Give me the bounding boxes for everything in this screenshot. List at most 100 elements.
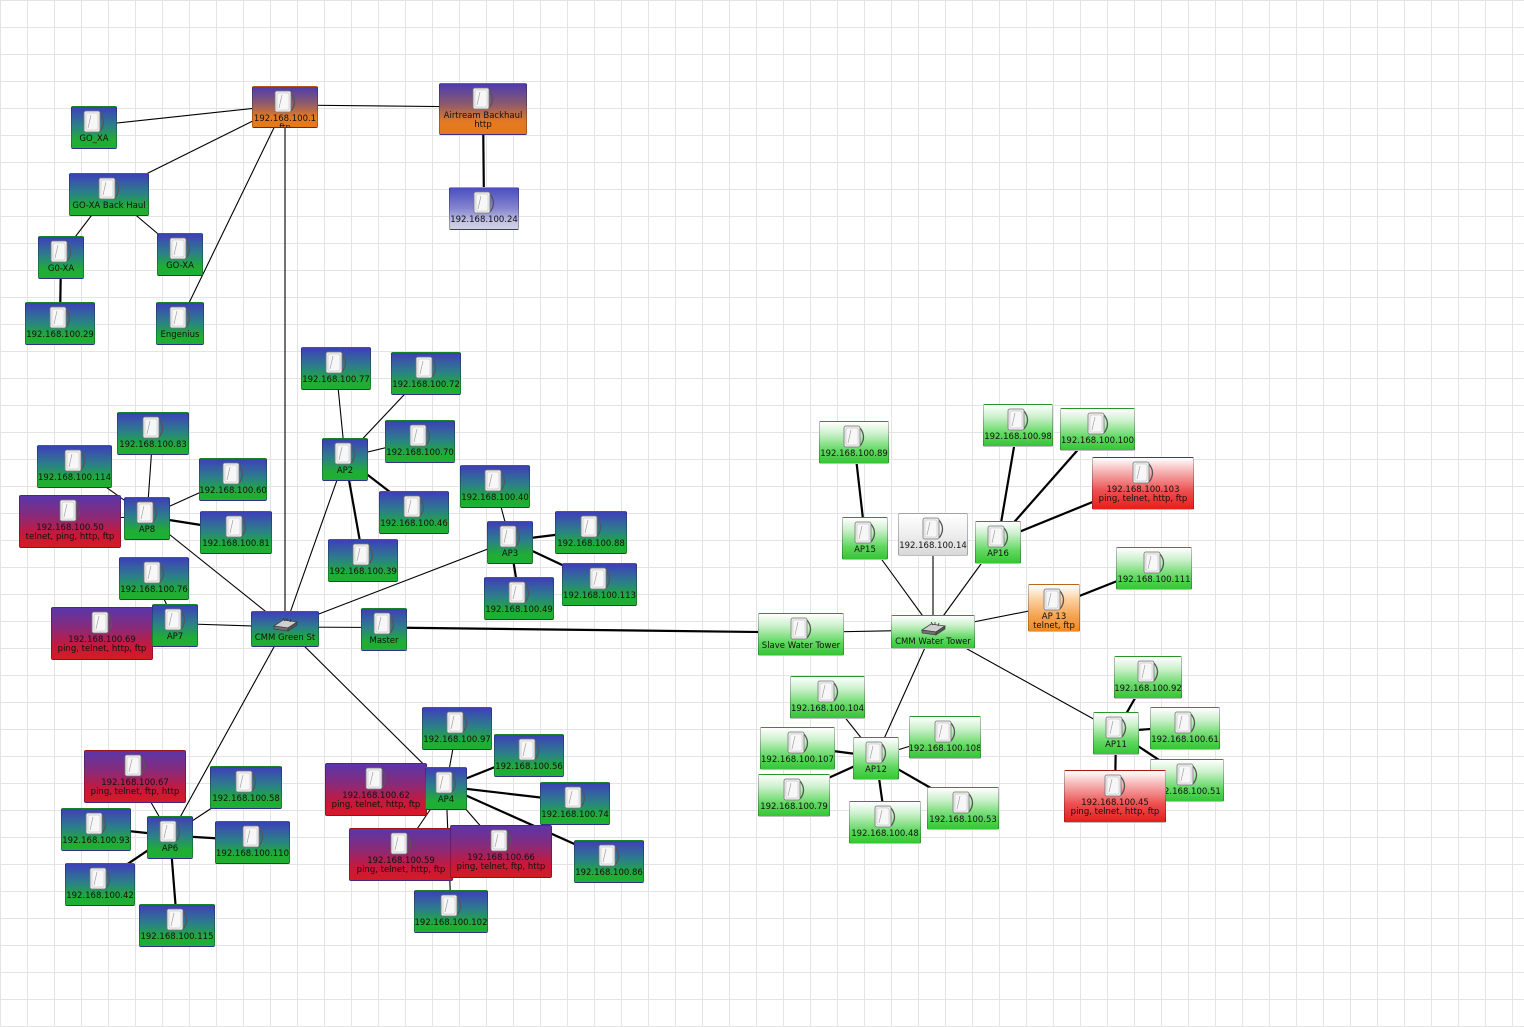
node-n100-70[interactable]: 192.168.100.70	[385, 420, 455, 463]
node-n100-60[interactable]: 192.168.100.60	[199, 458, 267, 501]
node-n100-108[interactable]: 192.168.100.108	[909, 716, 981, 759]
node-n100-83[interactable]: 192.168.100.83	[117, 412, 189, 455]
radio-icon	[91, 611, 113, 634]
radio-icon	[409, 424, 431, 447]
radio-icon	[865, 741, 887, 764]
node-n100-46[interactable]: 192.168.100.46	[379, 491, 449, 534]
node-label: AP8	[138, 525, 156, 535]
node-n100-42[interactable]: 192.168.100.42	[65, 863, 135, 906]
node-n100-113[interactable]: 192.168.100.113	[562, 563, 637, 606]
node-n100-81[interactable]: 192.168.100.81	[200, 511, 272, 554]
node-label: 192.168.100.69	[68, 635, 136, 645]
radio-icon	[1104, 774, 1126, 797]
node-ap7[interactable]: AP7	[152, 604, 198, 647]
node-goxa2[interactable]: GO-XA	[157, 233, 203, 276]
node-label: CMM Water Tower	[895, 637, 971, 647]
node-n100-49[interactable]: 192.168.100.49	[484, 577, 554, 620]
radio-icon	[325, 351, 347, 374]
node-n100-104[interactable]: 192.168.100.104	[790, 676, 865, 719]
node-slave-wt[interactable]: Slave Water Tower	[758, 613, 844, 656]
radio-icon	[98, 177, 120, 200]
radio-icon	[49, 306, 71, 329]
radio-icon	[169, 306, 191, 329]
node-n100-102[interactable]: 192.168.100.102	[414, 890, 488, 933]
radio-icon	[274, 90, 296, 113]
link-ap3-cmm_green	[284, 539, 511, 628]
node-n100-97[interactable]: 192.168.100.97	[422, 707, 492, 750]
node-n100-29[interactable]: 192.168.100.29	[25, 302, 95, 345]
link-engenius-r100_1	[179, 104, 286, 322]
radio-icon	[83, 110, 105, 133]
node-cmm-wt[interactable]: CMM Water Tower	[891, 615, 975, 649]
node-n100-39[interactable]: 192.168.100.39	[328, 539, 398, 582]
node-n100-110[interactable]: 192.168.100.110	[215, 821, 290, 864]
node-n100-89[interactable]: 192.168.100.89	[819, 421, 889, 464]
node-n100-114[interactable]: 192.168.100.114	[37, 445, 112, 488]
node-ap6[interactable]: AP6	[147, 816, 193, 859]
radio-icon	[1132, 461, 1154, 484]
node-n100-115[interactable]: 192.168.100.115	[139, 904, 215, 947]
radio-icon	[166, 908, 188, 931]
node-n100-48[interactable]: 192.168.100.48	[849, 801, 921, 844]
node-master[interactable]: Master	[361, 608, 407, 651]
node-ap3[interactable]: AP3	[487, 521, 533, 564]
node-n100-58[interactable]: 192.168.100.58	[210, 766, 282, 809]
node-n100-79[interactable]: 192.168.100.79	[758, 774, 830, 817]
node-ap16[interactable]: AP16	[975, 521, 1021, 564]
node-ap11[interactable]: AP11	[1093, 712, 1139, 755]
node-n100-53[interactable]: 192.168.100.53	[927, 787, 999, 830]
node-label: 192.168.100.86	[575, 868, 643, 878]
node-g0xa[interactable]: G0-XA	[38, 236, 84, 279]
node-n100-76[interactable]: 192.168.100.76	[119, 557, 189, 600]
node-n100-88[interactable]: 192.168.100.88	[555, 511, 627, 554]
node-n100-74[interactable]: 192.168.100.74	[540, 782, 610, 825]
node-ap8[interactable]: AP8	[124, 497, 170, 540]
node-go-xa1[interactable]: GO_XA	[71, 106, 117, 149]
node-n100-92[interactable]: 192.168.100.92	[1114, 656, 1182, 699]
node-label: AP7	[166, 632, 184, 642]
radio-icon	[235, 770, 257, 793]
link-cmm_wt-ap12	[875, 629, 934, 757]
radio-icon	[490, 829, 512, 852]
node-n100-72[interactable]: 192.168.100.72	[391, 352, 461, 395]
node-ap12[interactable]: AP12	[853, 737, 899, 780]
radio-icon	[783, 778, 805, 801]
node-label: 192.168.100.81	[202, 539, 270, 549]
node-cmm-green[interactable]: CMM Green St	[251, 611, 319, 647]
node-n100-56[interactable]: 192.168.100.56	[494, 734, 564, 777]
node-n100-40[interactable]: 192.168.100.40	[460, 465, 530, 508]
node-n100-111[interactable]: 192.168.100.111	[1116, 547, 1192, 590]
node-n100-14[interactable]: 192.168.100.14	[898, 513, 968, 556]
radio-icon	[787, 731, 808, 754]
node-n100-98[interactable]: 192.168.100.98	[983, 404, 1053, 447]
node-ap15[interactable]: AP15	[842, 517, 888, 560]
node-n100-61[interactable]: 192.168.100.61	[1150, 707, 1220, 750]
node-goxa-bh[interactable]: GO-XA Back Haul	[69, 173, 149, 216]
node-n100-77[interactable]: 192.168.100.77	[301, 347, 371, 390]
node-ap2[interactable]: AP2	[322, 438, 368, 481]
node-n100-51[interactable]: 192.168.100.51	[1150, 759, 1224, 802]
node-n100-86[interactable]: 192.168.100.86	[574, 840, 644, 883]
node-ap4[interactable]: AP4	[425, 767, 467, 810]
radio-icon	[854, 521, 876, 544]
node-label: Master	[369, 636, 399, 646]
radio-icon	[435, 771, 457, 794]
node-engenius[interactable]: Engenius	[156, 302, 204, 345]
node-n100-93[interactable]: 192.168.100.93	[61, 808, 131, 851]
node-n100-24[interactable]: 192.168.100.24	[449, 187, 519, 230]
radio-icon	[987, 525, 1009, 548]
node-n100-100[interactable]: 192.168.100.100	[1060, 408, 1135, 451]
node-n100-107[interactable]: 192.168.100.107	[760, 727, 835, 770]
